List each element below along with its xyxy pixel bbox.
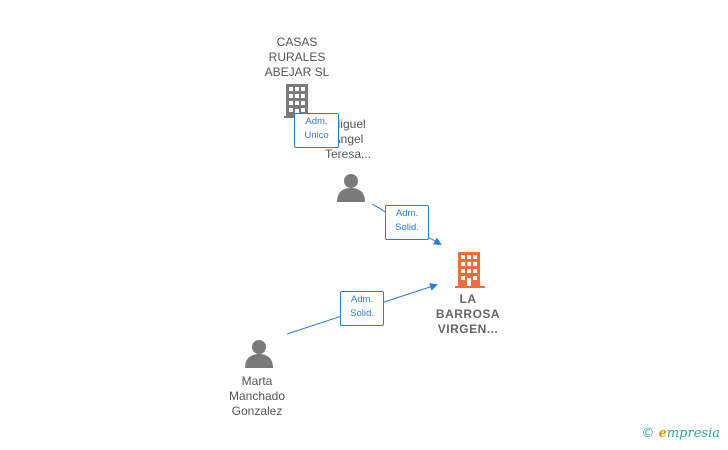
brand-initial: e [658, 426, 667, 441]
node-marta-label[interactable]: Marta Manchado Gonzalez [207, 374, 307, 419]
edge-badge-line-2: Solid. [350, 308, 374, 319]
copyright-icon: © [641, 426, 655, 441]
person-icon[interactable] [336, 172, 366, 202]
node-barrosa-line-1: LA [459, 292, 477, 306]
edge-badge-marta-barrosa[interactable]: Adm. Solid. [340, 291, 384, 326]
edge-badge-line-2: Solid. [395, 222, 419, 233]
node-barrosa-line-2: BARROSA [435, 307, 501, 321]
node-casas-label[interactable]: CASAS RURALES ABEJAR SL [247, 35, 347, 80]
node-barrosa-label[interactable]: LA BARROSA VIRGEN... [418, 292, 518, 337]
brand-watermark: © empresia [641, 426, 720, 441]
node-miguel-line-1: Miguel [330, 117, 366, 131]
node-miguel-line-2: Angel [332, 132, 364, 146]
node-casas-line-1: CASAS [276, 35, 318, 49]
node-barrosa-line-3: VIRGEN... [437, 322, 499, 336]
node-casas-line-3: ABEJAR SL [264, 65, 330, 79]
node-marta-line-3: Gonzalez [231, 404, 283, 418]
edge-badge-line-1: Adm. [350, 294, 374, 305]
edge-badge-line-2: Unico [304, 130, 329, 141]
node-casas-line-2: RURALES [268, 50, 326, 64]
node-miguel-line-3: Teresa... [324, 147, 372, 161]
building-icon-focus[interactable] [455, 252, 485, 288]
node-marta-line-1: Marta [241, 374, 273, 388]
brand-name: mpresia [666, 426, 720, 441]
person-icon[interactable] [244, 338, 274, 368]
edge-badge-line-1: Adm. [305, 116, 328, 127]
edge-badge-casas-miguel[interactable]: Adm. Unico [294, 113, 339, 148]
edge-badge-line-1: Adm. [395, 208, 419, 219]
edge-badge-miguel-barrosa[interactable]: Adm. Solid. [385, 205, 429, 240]
node-marta-line-2: Manchado [228, 389, 286, 403]
node-miguel-label[interactable]: Miguel Angel Teresa... [303, 117, 393, 162]
